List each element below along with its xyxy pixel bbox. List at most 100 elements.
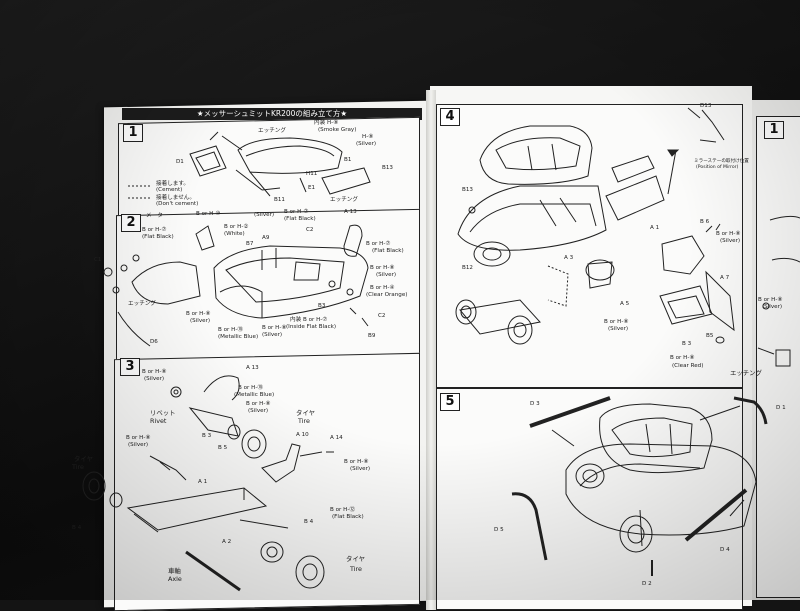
clear-orange-code: B or H-④ bbox=[370, 285, 395, 291]
rivet-label: Rivet bbox=[150, 417, 167, 425]
part-b5-label: B 5 bbox=[218, 445, 228, 451]
rivet-jp-label: リベット bbox=[150, 409, 176, 417]
part-a13-label: A 13 bbox=[344, 209, 357, 215]
part-c2-label: C2 bbox=[306, 227, 314, 233]
step-4-number: 4 bbox=[440, 108, 460, 126]
etching-label-3: エッチング bbox=[128, 301, 156, 307]
cement-label: 接着します。 bbox=[156, 181, 190, 187]
part-a10-label: A 10 bbox=[296, 432, 309, 438]
tire-label-3: Tire bbox=[350, 565, 362, 573]
part-d4-label: D 4 bbox=[720, 547, 730, 553]
silver-10: (Silver) bbox=[720, 238, 741, 244]
part-b6-label: B 6 bbox=[700, 219, 710, 225]
part-b1-label: B1 bbox=[344, 157, 352, 163]
part-b9-label: B9 bbox=[368, 333, 376, 339]
step-3-number: 3 bbox=[120, 358, 140, 376]
silver-code-5: B or H-⑧ bbox=[142, 369, 167, 375]
silver-11: (Silver) bbox=[762, 304, 783, 310]
flat-black-3: (Flat Black) bbox=[372, 248, 404, 254]
part-d5-label: D 5 bbox=[494, 527, 504, 533]
part-a1-label: A 1 bbox=[198, 479, 208, 485]
silver-9: (Silver) bbox=[608, 326, 629, 332]
dont-cement-en-label: (Don't cement) bbox=[156, 201, 199, 207]
flat-black-code-1: B or H-⑦ bbox=[142, 227, 167, 233]
part-d3-label: D 3 bbox=[530, 401, 540, 407]
mirror-position-jp: ミラーステーの取付け位置 bbox=[694, 159, 749, 164]
etching-label-2: エッチング bbox=[330, 197, 358, 203]
part-c1-label: C1 bbox=[94, 257, 102, 263]
part-b13-label-4: B13 bbox=[462, 187, 473, 193]
part-b4-label-1: B 4 bbox=[304, 519, 314, 525]
silver-code-6: B or H-⑧ bbox=[246, 401, 271, 407]
tire-jp-label-1: タイヤ bbox=[296, 409, 315, 417]
metallic-blue-2: (Metallic Blue) bbox=[234, 392, 275, 398]
silver-code-3: B or H-⑧ bbox=[186, 311, 211, 317]
silver-6: (Silver) bbox=[248, 408, 269, 414]
tire-jp-label-2: タイヤ bbox=[74, 455, 93, 463]
part-d2-label: D 2 bbox=[642, 581, 652, 587]
step-1-canopy-art bbox=[128, 131, 371, 199]
silver-code-11: B or H-⑧ bbox=[758, 297, 783, 303]
part-b3-label: B3 bbox=[318, 303, 326, 309]
part-b5-label-4: B5 bbox=[706, 333, 714, 339]
next-step-number: 1 bbox=[764, 121, 784, 139]
silver-code-9: B or H-⑧ bbox=[604, 319, 629, 325]
axle-jp-label: 車軸 bbox=[168, 567, 181, 575]
flat-black-2: (Flat Black) bbox=[284, 216, 316, 222]
step-5-car-art bbox=[511, 396, 768, 576]
silver-3: (Silver) bbox=[190, 318, 211, 324]
part-d13-label: D13 bbox=[700, 103, 712, 109]
clear-red: (Clear Red) bbox=[672, 363, 704, 369]
step-4-car-art bbox=[455, 107, 791, 367]
silver-5: (Silver) bbox=[144, 376, 165, 382]
silver-code-7: B or H-⑧ bbox=[126, 435, 151, 441]
white-code: B or H-② bbox=[224, 224, 249, 230]
part-a14-label: A 14 bbox=[330, 435, 343, 441]
flat-black-4: (Flat Black) bbox=[332, 514, 364, 520]
step-2-body-art bbox=[103, 224, 369, 347]
part-d6-label: D6 bbox=[150, 339, 158, 345]
silver-7: (Silver) bbox=[128, 442, 149, 448]
meter-label: メーター bbox=[146, 213, 169, 219]
step-3-chassis-art bbox=[82, 375, 334, 592]
silver-code-2: B or H-⑧ bbox=[370, 265, 395, 271]
silver-4: (Silver) bbox=[262, 332, 283, 338]
metallic-blue-code-2: B or H-⑱ bbox=[238, 385, 263, 391]
mirror-position-en: (Position of Mirror) bbox=[696, 165, 739, 170]
part-c2-label-2: C2 bbox=[378, 313, 386, 319]
part-a13-label-2: A 13 bbox=[246, 365, 259, 371]
part-e1-label: E1 bbox=[308, 185, 316, 191]
tire-label-2: Tire bbox=[72, 463, 84, 471]
etching-label: エッチング bbox=[258, 128, 286, 134]
metallic-blue: (Metallic Blue) bbox=[218, 334, 259, 340]
silver-1: (Silver) bbox=[254, 212, 275, 218]
part-b11-label: B11 bbox=[274, 197, 285, 203]
flat-black-code-3: B or H-⑦ bbox=[366, 241, 391, 247]
white-label: (White) bbox=[224, 231, 245, 237]
part-b4-label-2: B 4 bbox=[72, 525, 82, 531]
dont-cement-label: 接着しません。 bbox=[156, 195, 195, 201]
etching-label-4: エッチング bbox=[730, 369, 762, 377]
part-h11-label: H11 bbox=[306, 171, 318, 177]
part-a2-label: A 2 bbox=[222, 539, 232, 545]
tire-label-1: Tire bbox=[298, 417, 310, 425]
interior-flat-black: (Inside Flat Black) bbox=[286, 324, 337, 330]
part-a7-label: A 7 bbox=[720, 275, 730, 281]
step-5-number: 5 bbox=[440, 393, 460, 411]
silver-label: (Silver) bbox=[356, 141, 377, 147]
part-a9-label: A9 bbox=[262, 235, 270, 241]
silver-8: (Silver) bbox=[350, 466, 371, 472]
cement-en-label: (Cement) bbox=[156, 187, 183, 193]
part-b3-label-2: B 3 bbox=[202, 433, 212, 439]
silver-part-label: H-⑧ bbox=[362, 134, 374, 140]
part-b7-label: B7 bbox=[246, 241, 254, 247]
part-a1-label-4: A 1 bbox=[650, 225, 660, 231]
silver-code-10: B or H-⑧ bbox=[716, 231, 741, 237]
tire-jp-label-3: タイヤ bbox=[346, 555, 365, 563]
flat-black-code-4: B or H-⑫ bbox=[330, 507, 355, 513]
axle-label: Axle bbox=[168, 575, 182, 583]
smoke-gray-label: (Smoke Gray) bbox=[318, 127, 357, 133]
part-d1-label-5: D 1 bbox=[776, 405, 786, 411]
clear-orange: (Clear Orange) bbox=[366, 292, 408, 298]
flat-black-1: (Flat Black) bbox=[142, 234, 174, 240]
